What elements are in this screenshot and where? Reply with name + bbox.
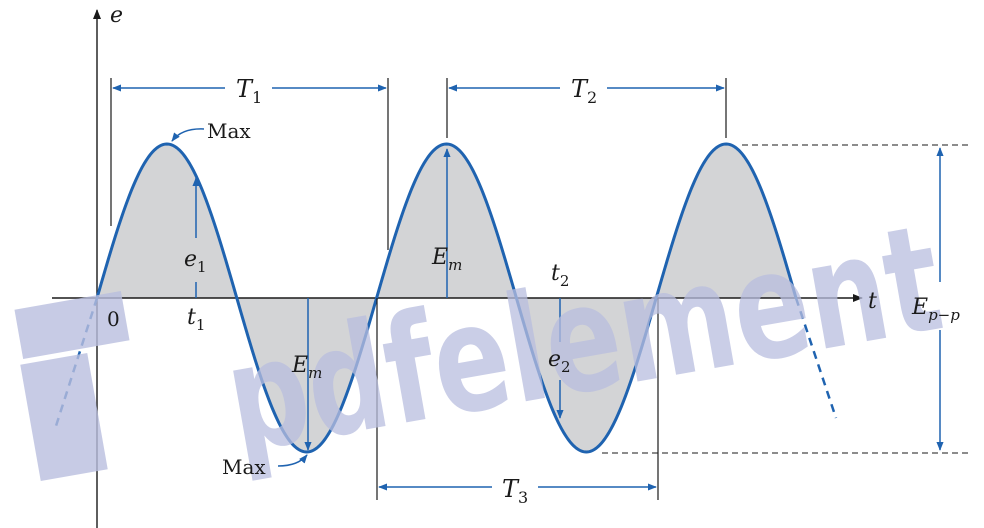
origin-label: 0 [107,307,120,331]
period-t3-label: T3 [502,475,528,507]
e1-label: e1 [184,247,207,276]
sine-wave-curve [95,142,798,454]
period-t1-label: T1 [236,75,262,107]
t1-label: t1 [187,305,205,334]
epp-label: Ep−p [911,295,960,324]
period-markers [110,78,727,500]
period-t2-label: T2 [571,75,597,107]
t2-label: t2 [551,261,569,290]
vertical-axis-label: e [110,3,123,28]
e2-label: e2 [548,347,571,376]
max-top-label: Max [207,119,251,143]
em-negative-label: Em [291,353,322,382]
max-bottom-leader [277,454,308,467]
max-top-leader [171,128,205,142]
horizontal-axis-label: t [868,289,877,314]
em-positive-label: Em [431,245,462,274]
wave-extension-right [794,297,838,419]
max-bottom-label: Max [222,455,266,479]
